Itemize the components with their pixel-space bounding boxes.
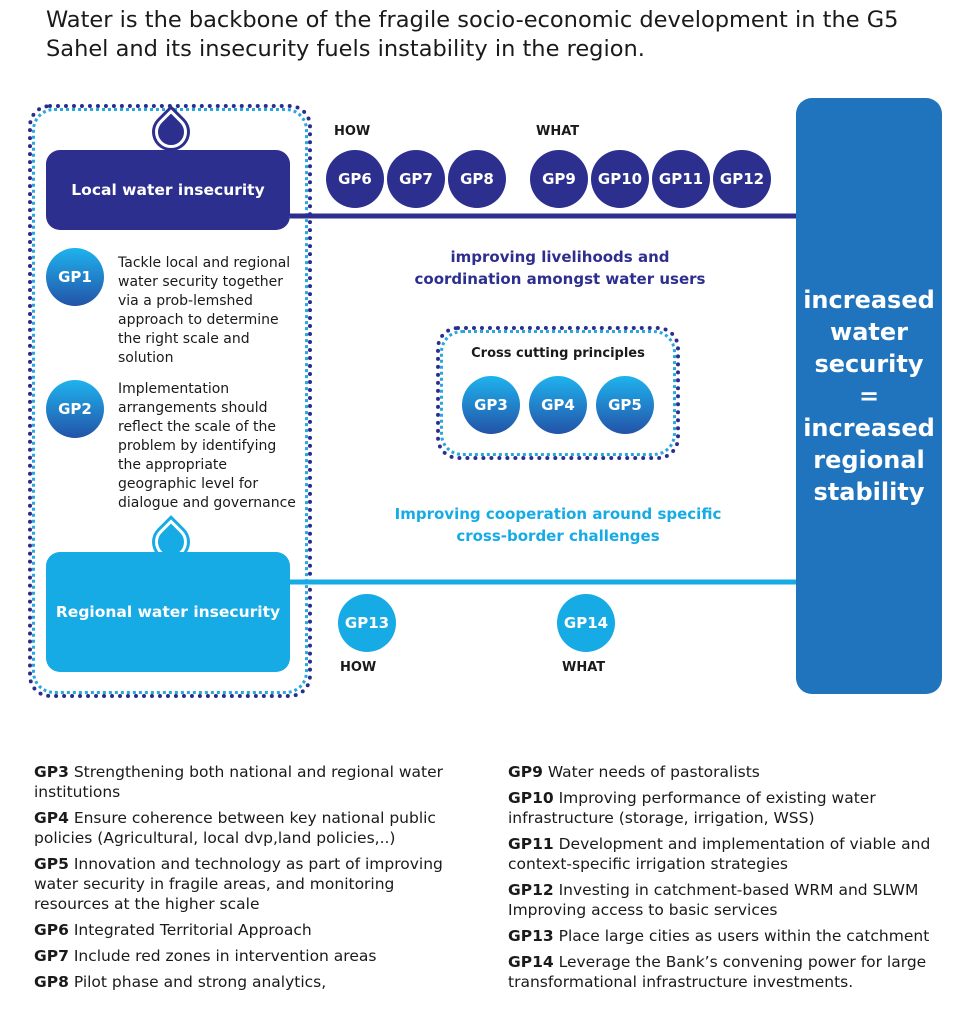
legend-item: GP11 Development and implementation of v… <box>508 834 948 874</box>
local-label: Local water insecurity <box>71 181 265 199</box>
legend-item: GP6 Integrated Territorial Approach <box>34 920 474 940</box>
legend-text: Pilot phase and strong analytics, <box>73 973 327 991</box>
legend-item: GP14 Leverage the Bank’s convening power… <box>508 952 948 992</box>
gp3-circle: GP3 <box>462 376 520 434</box>
legend-text: Leverage the Bank’s convening power for … <box>508 953 927 991</box>
top-how-label: HOW <box>334 124 371 139</box>
legend-code: GP8 <box>34 973 69 991</box>
legend-code: GP9 <box>508 763 543 781</box>
legend-left: GP3 Strengthening both national and regi… <box>34 762 474 998</box>
gp4-circle: GP4 <box>529 376 587 434</box>
legend-code: GP13 <box>508 927 554 945</box>
cross-cutting-title: Cross cutting principles <box>471 346 645 361</box>
gp2-circle: GP2 <box>46 380 104 438</box>
legend-text: Place large cities as users within the c… <box>558 927 930 945</box>
gp10-circle: GP10 <box>591 150 649 208</box>
left-dotted-frame <box>28 104 312 698</box>
legend-code: GP6 <box>34 921 69 939</box>
gp6-circle: GP6 <box>326 150 384 208</box>
gp14-circle: GP14 <box>557 594 615 652</box>
legend-item: GP8 Pilot phase and strong analytics, <box>34 972 474 992</box>
legend-text: Integrated Territorial Approach <box>73 921 312 939</box>
top-what-label: WHAT <box>536 124 580 139</box>
page-title: Water is the backbone of the fragile soc… <box>46 7 899 62</box>
legend-right: GP9 Water needs of pastoralists GP10 Imp… <box>508 762 948 998</box>
outcome-line: water <box>830 318 908 346</box>
legend-item: GP12 Investing in catchment-based WRM an… <box>508 880 948 920</box>
legend-item: GP4 Ensure coherence between key nationa… <box>34 808 474 848</box>
gp1-description: Tackle local and regional water security… <box>118 255 291 366</box>
local-water-insecurity-box: Local water insecurity <box>46 150 290 230</box>
legend-text: Development and implementation of viable… <box>508 835 931 873</box>
livelihoods-text: improving livelihoods and coordination a… <box>414 248 706 288</box>
outcome-line: increased <box>803 414 935 442</box>
bottom-what-label: WHAT <box>562 660 606 675</box>
legend-code: GP14 <box>508 953 554 971</box>
legend-code: GP7 <box>34 947 69 965</box>
legend-item: GP5 Innovation and technology as part of… <box>34 854 474 914</box>
legend-code: GP10 <box>508 789 554 807</box>
outcome-line: increased <box>803 286 935 314</box>
legend-item: GP10 Improving performance of existing w… <box>508 788 948 828</box>
cross-cutting-frame <box>436 326 680 460</box>
legend-item: GP7 Include red zones in intervention ar… <box>34 946 474 966</box>
legend-text: Ensure coherence between key national pu… <box>34 809 436 847</box>
regional-label: Regional water insecurity <box>55 603 281 621</box>
legend-item: GP9 Water needs of pastoralists <box>508 762 948 782</box>
regional-water-insecurity-box: Regional water insecurity <box>46 552 290 672</box>
legend-text: Innovation and technology as part of imp… <box>34 855 443 913</box>
legend-text: Strengthening both national and regional… <box>34 763 444 801</box>
legend-code: GP11 <box>508 835 554 853</box>
outcome-line: stability <box>813 478 925 506</box>
outcome-box: increased water security = increased reg… <box>796 98 942 694</box>
gp5-circle: GP5 <box>596 376 654 434</box>
outcome-line: = <box>858 382 880 410</box>
gp8-circle: GP8 <box>448 150 506 208</box>
legend-code: GP5 <box>34 855 69 873</box>
legend-code: GP4 <box>34 809 69 827</box>
gp7-circle: GP7 <box>387 150 445 208</box>
outcome-line: security <box>814 350 924 378</box>
gp2-description: Implementation arrangements should refle… <box>118 381 296 511</box>
legend-code: GP3 <box>34 763 69 781</box>
outcome-line: regional <box>813 446 925 474</box>
gp1-circle: GP1 <box>46 248 104 306</box>
legend-text: Include red zones in intervention areas <box>73 947 377 965</box>
legend-item: GP13 Place large cities as users within … <box>508 926 948 946</box>
gp9-circle: GP9 <box>530 150 588 208</box>
gp11-circle: GP11 <box>652 150 710 208</box>
legend-text: Improving performance of existing water … <box>508 789 876 827</box>
legend-text: Water needs of pastoralists <box>547 763 760 781</box>
bottom-how-label: HOW <box>340 660 377 675</box>
cooperation-text: Improving cooperation around specific cr… <box>394 505 722 545</box>
gp12-circle: GP12 <box>713 150 771 208</box>
legend-text: Investing in catchment-based WRM and SLW… <box>508 881 919 919</box>
cross-cutting-frame-inner <box>440 330 676 456</box>
legend-code: GP12 <box>508 881 554 899</box>
legend-item: GP3 Strengthening both national and regi… <box>34 762 474 802</box>
gp13-circle: GP13 <box>338 594 396 652</box>
